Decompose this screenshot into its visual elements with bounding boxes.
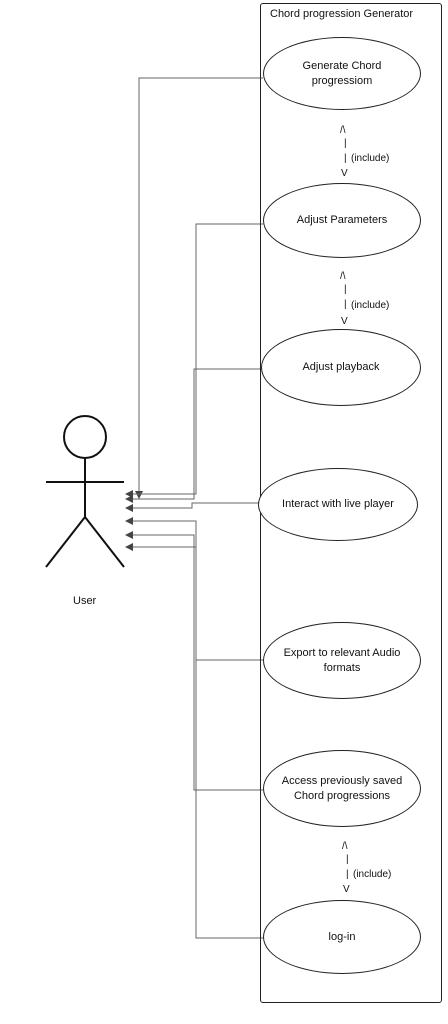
system-title: Chord progression Generator xyxy=(270,8,414,20)
include-line: | xyxy=(344,284,347,295)
include-line: | xyxy=(346,854,349,865)
include-arrow-down: V xyxy=(343,884,350,895)
include-arrow-up: /\ xyxy=(340,125,346,136)
actor-label: User xyxy=(73,595,97,607)
include-arrow-down: V xyxy=(341,168,348,179)
include-line: | xyxy=(346,869,349,880)
association-login xyxy=(125,543,263,939)
include-line: | xyxy=(344,299,347,310)
usecase-generate-label: Generate Chord progressiom xyxy=(302,59,382,87)
include-line: | xyxy=(344,138,347,149)
association-parameters xyxy=(125,223,263,498)
include-line: | xyxy=(344,153,347,164)
usecase-generate[interactable]: Generate Chord progressiom xyxy=(263,37,421,110)
usecase-adjust-parameters[interactable]: Adjust Parameters xyxy=(263,183,421,258)
association-playback xyxy=(125,368,263,503)
include-arrow-down: V xyxy=(341,316,348,327)
usecase-adjust-playback-label: Adjust playback xyxy=(302,361,380,373)
actor-icon xyxy=(45,415,125,568)
association-generate xyxy=(135,77,263,499)
usecase-adjust-playback[interactable]: Adjust playback xyxy=(261,329,421,406)
usecase-adjust-parameters-label: Adjust Parameters xyxy=(296,214,388,226)
usecase-live-player-label: Interact with live player xyxy=(282,498,394,510)
usecase-login-label: log-in xyxy=(328,930,356,943)
include-label: (include) xyxy=(353,869,392,880)
include-label: (include) xyxy=(351,300,390,311)
usecase-live-player[interactable]: Interact with live player xyxy=(258,468,418,541)
include-label: (include) xyxy=(351,153,390,164)
include-arrow-up: /\ xyxy=(342,841,348,852)
association-saved xyxy=(125,531,263,791)
include-arrow-up: /\ xyxy=(340,271,346,282)
usecase-login[interactable]: log-in xyxy=(263,900,421,974)
association-live-player xyxy=(125,502,261,512)
